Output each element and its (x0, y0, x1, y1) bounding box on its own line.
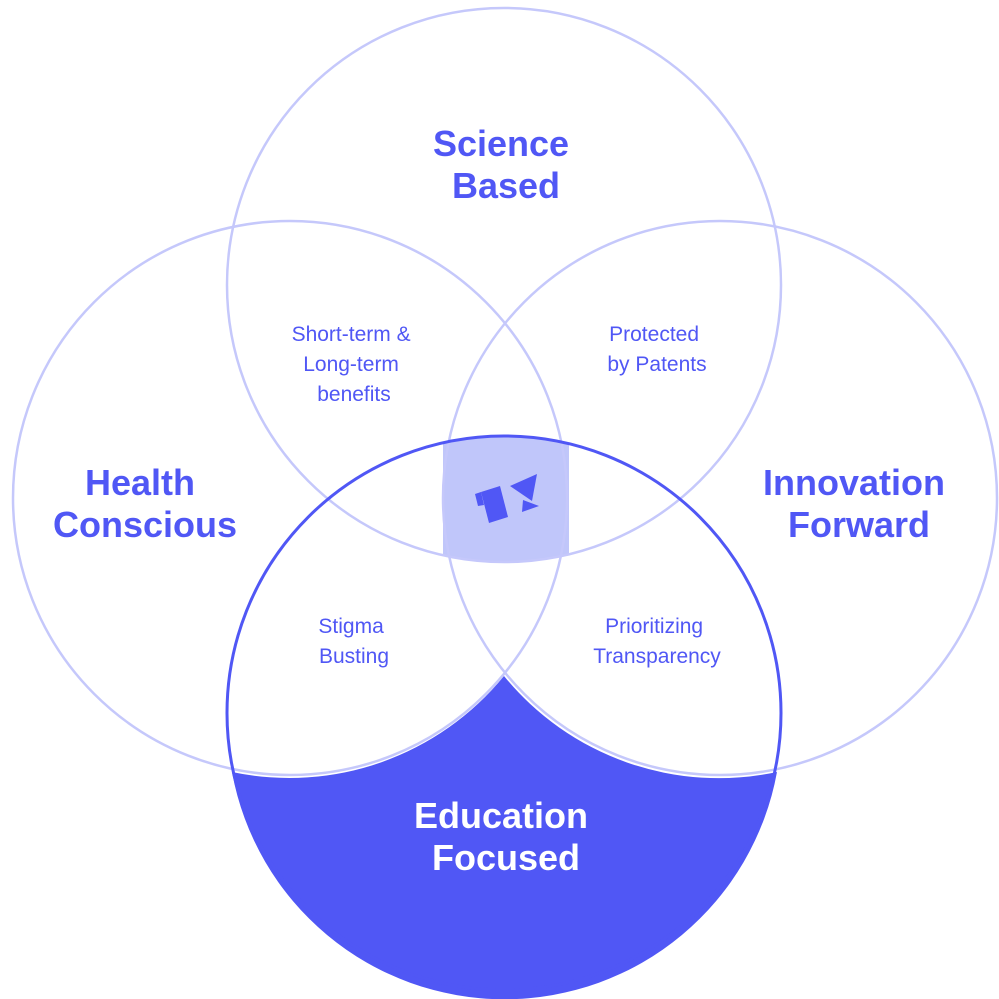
health-conscious-circle (11, 219, 569, 777)
health-conscious-line-2: Conscious (53, 504, 237, 545)
innovation-forward-line-1: Innovation (763, 462, 945, 503)
short-long-term-line-2: Long-term (303, 353, 399, 376)
prioritizing-transparency-line-2: Transparency (593, 645, 721, 668)
innovation-forward-circle (441, 219, 999, 777)
stigma-busting-line-1: Stigma (318, 615, 384, 638)
prioritizing-transparency-line-1: Prioritizing (605, 615, 703, 638)
stigma-busting-line-2: Busting (319, 645, 389, 668)
health-conscious-line-1: Health (85, 462, 195, 503)
education-focused-fill (232, 676, 777, 999)
center-overlap-fill (443, 437, 569, 562)
protected-by-patents-line-2: by Patents (607, 353, 706, 376)
science-based-line-1: Science (433, 123, 569, 164)
science-based-line-2: Based (452, 165, 560, 206)
stigma-busting-label: Stigma Busting (318, 615, 389, 668)
science-based-circle (225, 6, 783, 564)
protected-by-patents-label: Protected by Patents (607, 323, 706, 376)
education-focused-label: Education Focused (414, 795, 598, 878)
short-long-term-line-3: benefits (317, 383, 391, 406)
education-focused-line-2: Focused (432, 837, 580, 878)
short-long-term-benefits-label: Short-term & Long-term benefits (292, 323, 417, 406)
protected-by-patents-line-1: Protected (609, 323, 699, 346)
short-long-term-line-1: Short-term & (292, 323, 411, 346)
science-based-label: Science Based (433, 123, 579, 206)
education-focused-circle (225, 434, 783, 992)
brand-logo-icon (475, 474, 539, 523)
education-focused-line-1: Education (414, 795, 588, 836)
prioritizing-transparency-label: Prioritizing Transparency (593, 615, 721, 668)
innovation-forward-label: Innovation Forward (763, 462, 955, 545)
innovation-forward-line-2: Forward (788, 504, 930, 545)
health-conscious-label: Health Conscious (53, 462, 237, 545)
